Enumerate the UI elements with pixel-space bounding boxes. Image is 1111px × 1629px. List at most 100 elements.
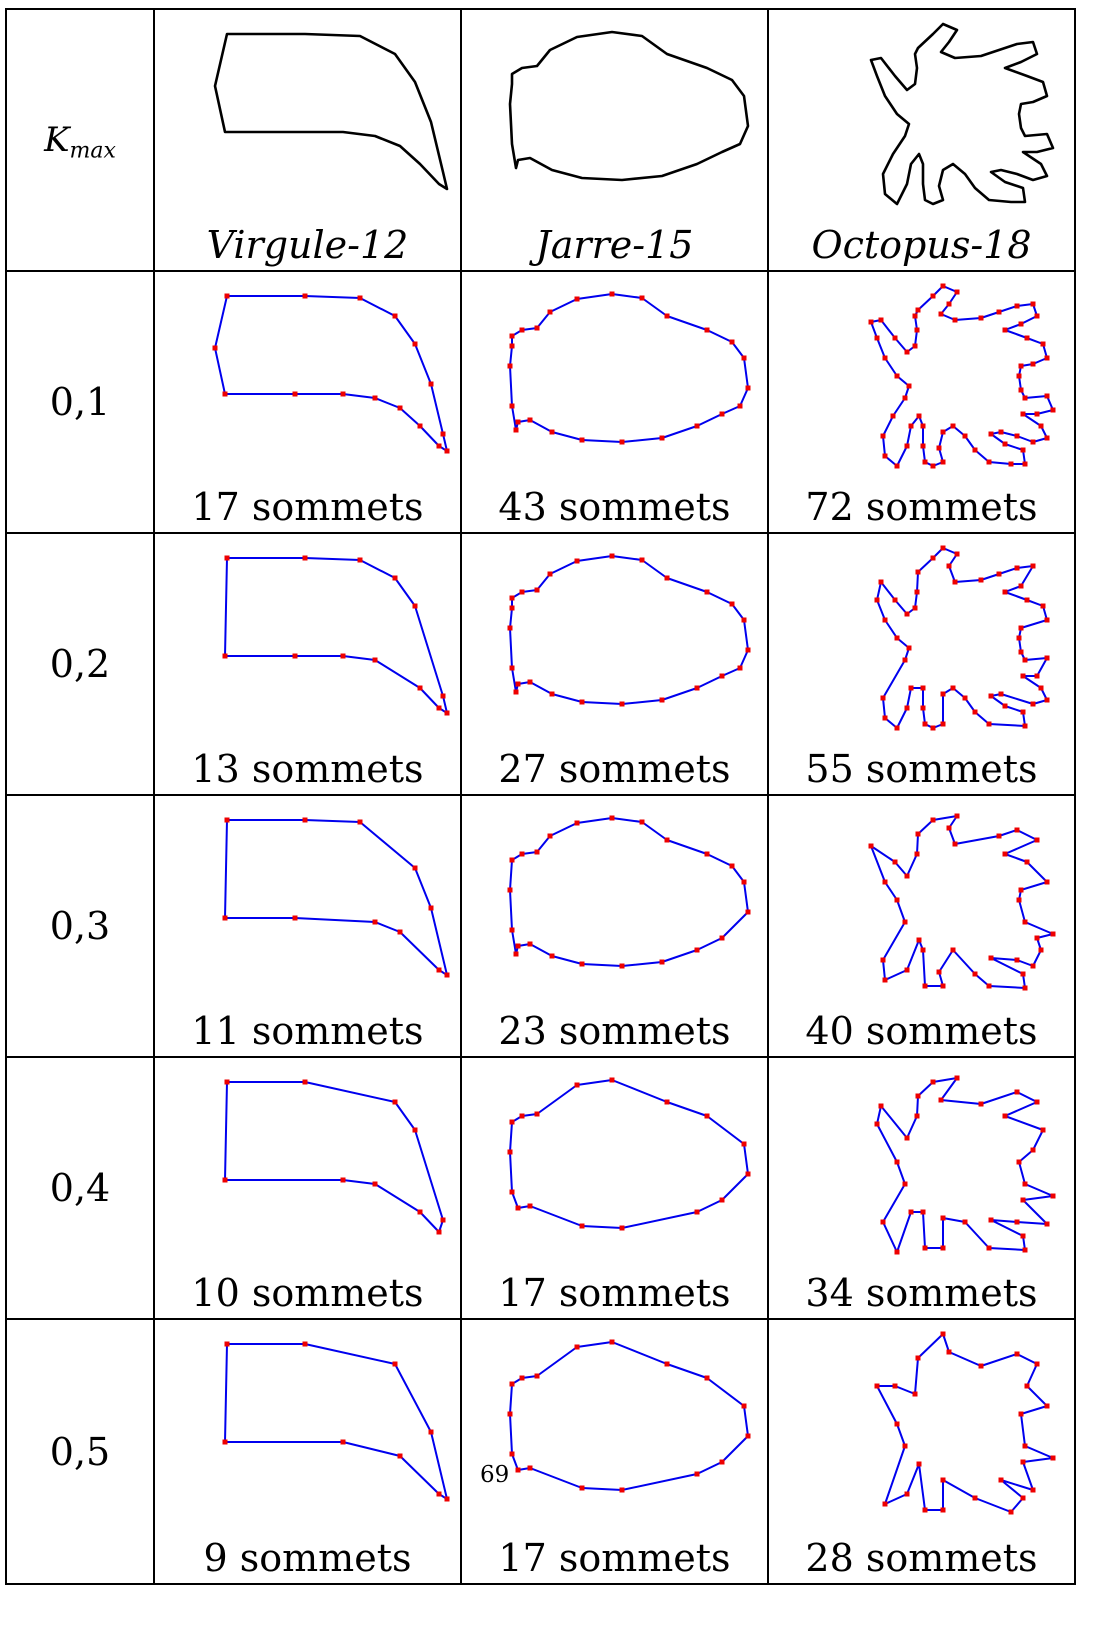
- vertex-marker: [988, 431, 994, 437]
- vertex-marker: [745, 1433, 751, 1439]
- table-row: 0,4 10 sommets 17 sommets 34 sommets: [5, 1056, 1076, 1320]
- vertex-marker: [954, 289, 960, 295]
- vertex-count: 10 sommets: [191, 1271, 424, 1315]
- vertex-marker: [940, 545, 946, 551]
- vertex-marker: [222, 653, 228, 659]
- result-cell: 13 sommets: [153, 532, 462, 796]
- vertex-marker: [1020, 411, 1026, 417]
- vertex-marker: [340, 653, 346, 659]
- vertex-marker: [930, 1079, 936, 1085]
- vertex-marker: [428, 1429, 434, 1435]
- vertex-marker: [302, 293, 308, 299]
- vertex-marker: [1044, 1221, 1050, 1227]
- vertex-marker: [729, 863, 735, 869]
- vertex-marker: [507, 1149, 513, 1155]
- vertex-marker: [440, 693, 446, 699]
- vertex-marker: [890, 413, 896, 419]
- vertex-marker: [916, 937, 922, 943]
- vertex-marker: [988, 693, 994, 699]
- virgule-polygon: [222, 817, 450, 978]
- jarre-polygon: [507, 553, 751, 707]
- vertex-marker: [930, 555, 936, 561]
- vertex-marker: [1044, 355, 1050, 361]
- vertex-marker: [719, 935, 725, 941]
- vertex-marker: [507, 363, 513, 369]
- vertex-marker: [372, 395, 378, 401]
- vertex-marker: [515, 943, 521, 949]
- vertex-marker: [659, 959, 665, 965]
- vertex-marker: [1018, 625, 1024, 631]
- vertex-marker: [302, 1079, 308, 1085]
- vertex-marker: [940, 721, 946, 727]
- vertex-marker: [962, 1219, 968, 1225]
- vertex-count: 17 sommets: [498, 1271, 731, 1315]
- vertex-marker: [920, 705, 926, 711]
- vertex-marker: [436, 705, 442, 711]
- vertex-marker: [694, 947, 700, 953]
- vertex-marker: [397, 929, 403, 935]
- vertex-marker: [1018, 887, 1024, 893]
- vertex-marker: [639, 295, 645, 301]
- shape-name: Jarre-15: [535, 223, 694, 267]
- vertex-marker: [574, 1082, 580, 1088]
- vertex-marker: [902, 1181, 908, 1187]
- vertex-marker: [1030, 301, 1036, 307]
- vertex-marker: [914, 327, 920, 333]
- vertex-marker: [1044, 393, 1050, 399]
- vertex-marker: [741, 355, 747, 361]
- vertex-marker: [579, 961, 585, 967]
- vertex-marker: [412, 865, 418, 871]
- vertex-marker: [892, 859, 898, 865]
- vertex-marker: [1018, 387, 1024, 393]
- vertex-marker: [392, 1099, 398, 1105]
- vertex-marker: [1002, 1113, 1008, 1119]
- vertex-marker: [904, 443, 910, 449]
- vertex-marker: [908, 1209, 914, 1215]
- vertex-marker: [986, 459, 992, 465]
- vertex-marker: [904, 1135, 910, 1141]
- vertex-marker: [920, 685, 926, 691]
- virgule-polygon: [222, 555, 450, 716]
- vertex-marker: [1034, 837, 1040, 843]
- vertex-marker: [996, 571, 1002, 577]
- vertex-marker: [936, 969, 942, 975]
- vertex-count: 55 sommets: [805, 747, 1038, 791]
- table-row: 0,1 17 sommets 43 sommets 72 sommets: [5, 270, 1076, 534]
- kmax-header: Kmax: [5, 8, 155, 272]
- vertex-marker: [950, 947, 956, 953]
- vertex-marker: [1002, 703, 1008, 709]
- vertex-marker: [212, 345, 218, 351]
- vertex-marker: [882, 879, 888, 885]
- result-cell: 28 sommets: [767, 1318, 1076, 1585]
- vertex-marker: [292, 391, 298, 397]
- result-cell: 72 sommets: [767, 270, 1076, 534]
- vertex-marker: [392, 575, 398, 581]
- vertex-marker: [440, 1217, 446, 1223]
- vertex-marker: [908, 423, 914, 429]
- vertex-marker: [1008, 1509, 1014, 1515]
- vertex-marker: [915, 1355, 921, 1361]
- vertex-marker: [513, 951, 519, 957]
- vertex-marker: [519, 851, 525, 857]
- vertex-marker: [372, 919, 378, 925]
- vertex-marker: [659, 697, 665, 703]
- vertex-marker: [574, 558, 580, 564]
- vertex-marker: [1034, 313, 1040, 319]
- vertex-marker: [515, 419, 521, 425]
- vertex-marker: [940, 1331, 946, 1337]
- vertex-marker: [1018, 363, 1024, 369]
- vertex-marker: [519, 327, 525, 333]
- vertex-marker: [940, 283, 946, 289]
- vertex-marker: [996, 309, 1002, 315]
- vertex-marker: [444, 448, 450, 454]
- vertex-marker: [1038, 947, 1044, 953]
- vertex-marker: [868, 843, 874, 849]
- vertex-marker: [1022, 395, 1028, 401]
- vertex-marker: [894, 1249, 900, 1255]
- vertex-marker: [302, 1341, 308, 1347]
- vertex-marker: [954, 1075, 960, 1081]
- vertex-marker: [962, 695, 968, 701]
- vertex-marker: [930, 817, 936, 823]
- result-cell: 43 sommets: [460, 270, 769, 534]
- vertex-marker: [417, 685, 423, 691]
